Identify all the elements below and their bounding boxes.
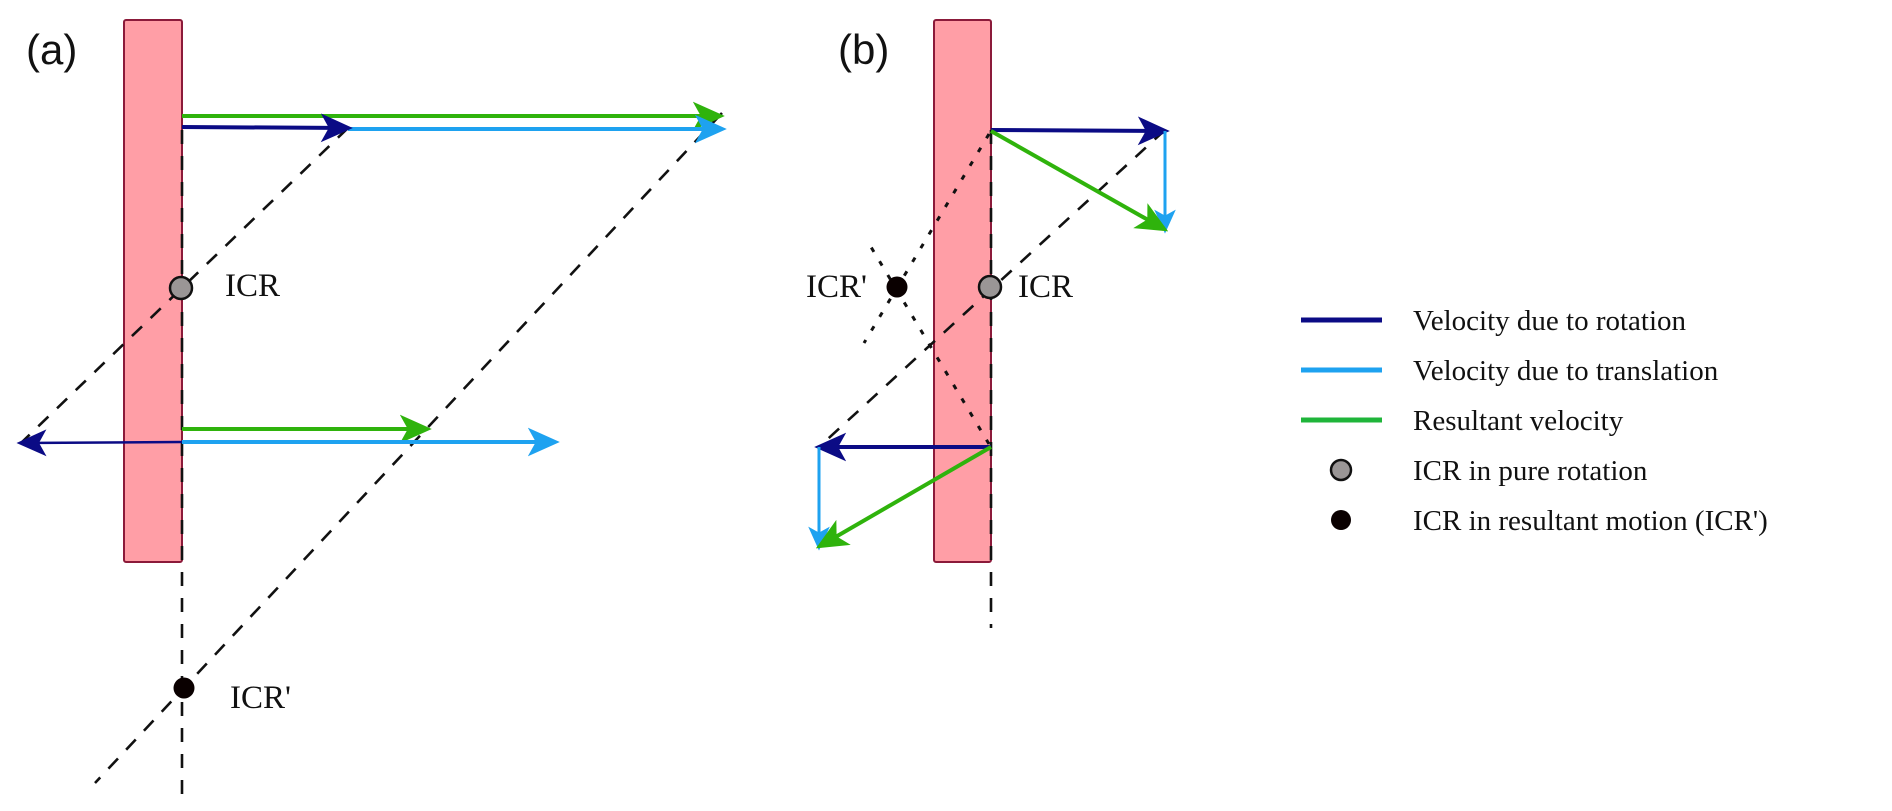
legend-swatch-icr-pure [1329,458,1353,482]
legend: Velocity due to rotation Velocity due to… [1301,305,1768,537]
resultant-velocity-bottom-b [815,445,993,549]
legend-swatch-icr-resultant [1331,510,1351,530]
panel-b: (b) ICR ICR' [806,19,1176,628]
panel-b-label: (b) [838,26,889,73]
icr-prime-label-b: ICR' [806,269,867,305]
icr-label-a: ICR [225,268,280,304]
legend-label-resultant: Resultant velocity [1413,405,1624,437]
icr-point-a [168,275,194,301]
legend-item-translation: Velocity due to translation [1301,355,1719,387]
panel-a-label: (a) [26,26,77,73]
icr-prime-point-a [173,677,195,699]
icr-prime-line-a [94,112,723,784]
legend-item-rotation: Velocity due to rotation [1301,305,1687,337]
icr-prime-point-b [886,276,908,298]
resultant-velocity-top-b [990,129,1169,232]
legend-label-icr-pure: ICR in pure rotation [1413,455,1648,487]
icr-line-a [21,127,349,443]
icr-prime-line-lower-b [869,246,991,445]
icr-point-b [977,274,1003,300]
icr-label-b: ICR [1018,269,1073,305]
legend-item-resultant: Resultant velocity [1301,405,1624,437]
legend-label-translation: Velocity due to translation [1413,355,1719,387]
rotation-velocity-top-b [990,116,1170,146]
rotation-velocity-bottom-a [16,429,183,457]
legend-item-icr-pure: ICR in pure rotation [1329,455,1648,487]
legend-label-icr-resultant: ICR in resultant motion (ICR') [1413,505,1768,537]
legend-item-icr-resultant: ICR in resultant motion (ICR') [1331,505,1768,537]
icr-prime-label-a: ICR' [230,680,291,716]
rotation-velocity-top-a [181,113,353,143]
panel-a: (a) ICR ICR' [16,19,727,795]
legend-label-rotation: Velocity due to rotation [1413,305,1687,337]
